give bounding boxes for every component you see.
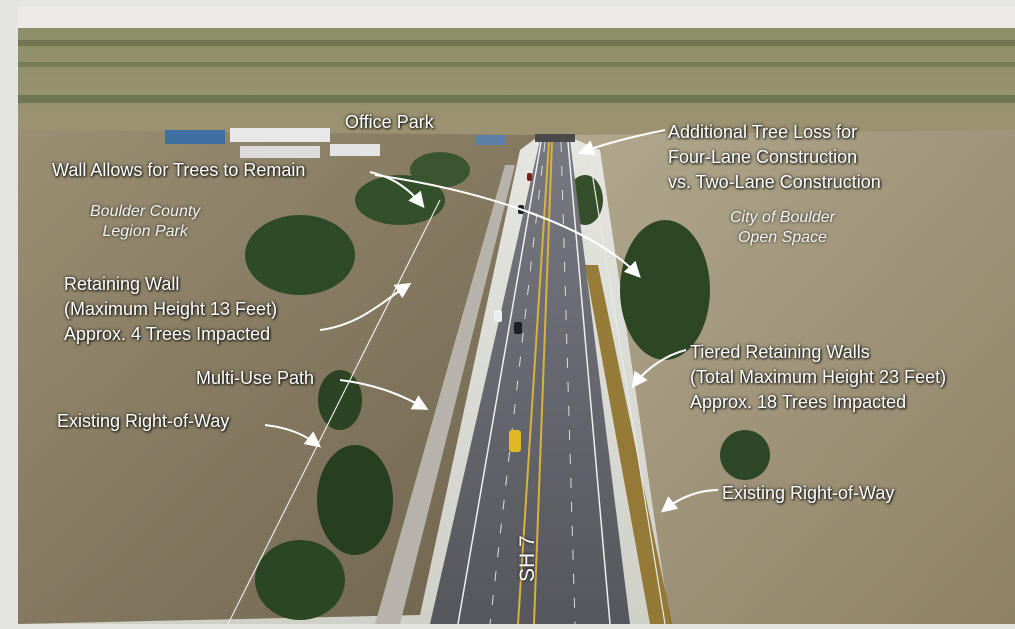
label-additional-tree-loss: Additional Tree Loss for Four-Lane Const… [668, 120, 881, 195]
label-tiered-walls-line-3: Approx. 18 Trees Impacted [690, 392, 907, 412]
arrow-wall-allows-left [369, 171, 425, 209]
arrow-tiered-walls [631, 349, 687, 389]
label-tiered-retaining-walls: Tiered Retaining Walls (Total Maximum He… [690, 340, 946, 415]
arrow-wall-allows-right [374, 174, 641, 278]
label-retaining-wall-line-1: Retaining Wall [64, 274, 180, 294]
label-road-sh7: SH 7 [516, 535, 539, 582]
area-boulder-county-line-2: Legion Park [102, 223, 188, 240]
label-office-park: Office Park [345, 112, 434, 132]
label-existing-row-left: Existing Right-of-Way [57, 411, 230, 431]
arrow-existing-row-left [264, 424, 322, 448]
label-tiered-walls-line-1: Tiered Retaining Walls [690, 342, 870, 362]
annotation-arrows [264, 129, 719, 513]
label-existing-row-right: Existing Right-of-Way [722, 483, 895, 503]
arrow-retaining-wall [319, 282, 412, 331]
label-additional-tree-loss-line-2: Four-Lane Construction [668, 147, 858, 167]
arrow-additional-tree-loss [578, 129, 666, 156]
area-city-of-boulder-line-1: City of Boulder [730, 209, 835, 226]
label-retaining-wall-line-2: (Maximum Height 13 Feet) [64, 299, 278, 319]
label-additional-tree-loss-line-3: vs. Two-Lane Construction [668, 172, 881, 192]
label-boulder-county-legion-park: Boulder County Legion Park [90, 202, 200, 242]
label-city-of-boulder-open-space: City of Boulder Open Space [730, 208, 835, 248]
label-retaining-wall: Retaining Wall (Maximum Height 13 Feet) … [64, 272, 277, 347]
label-multi-use-path: Multi-Use Path [196, 368, 315, 388]
label-retaining-wall-line-3: Approx. 4 Trees Impacted [64, 324, 271, 344]
area-boulder-county-line-1: Boulder County [90, 203, 201, 220]
label-wall-allows-trees: Wall Allows for Trees to Remain [52, 160, 306, 180]
label-tiered-walls-line-2: (Total Maximum Height 23 Feet) [690, 367, 947, 387]
arrow-existing-row-right [660, 489, 719, 513]
label-additional-tree-loss-line-1: Additional Tree Loss for [668, 122, 858, 142]
area-city-of-boulder-line-2: Open Space [737, 229, 827, 246]
arrow-multi-use-path [339, 379, 429, 410]
